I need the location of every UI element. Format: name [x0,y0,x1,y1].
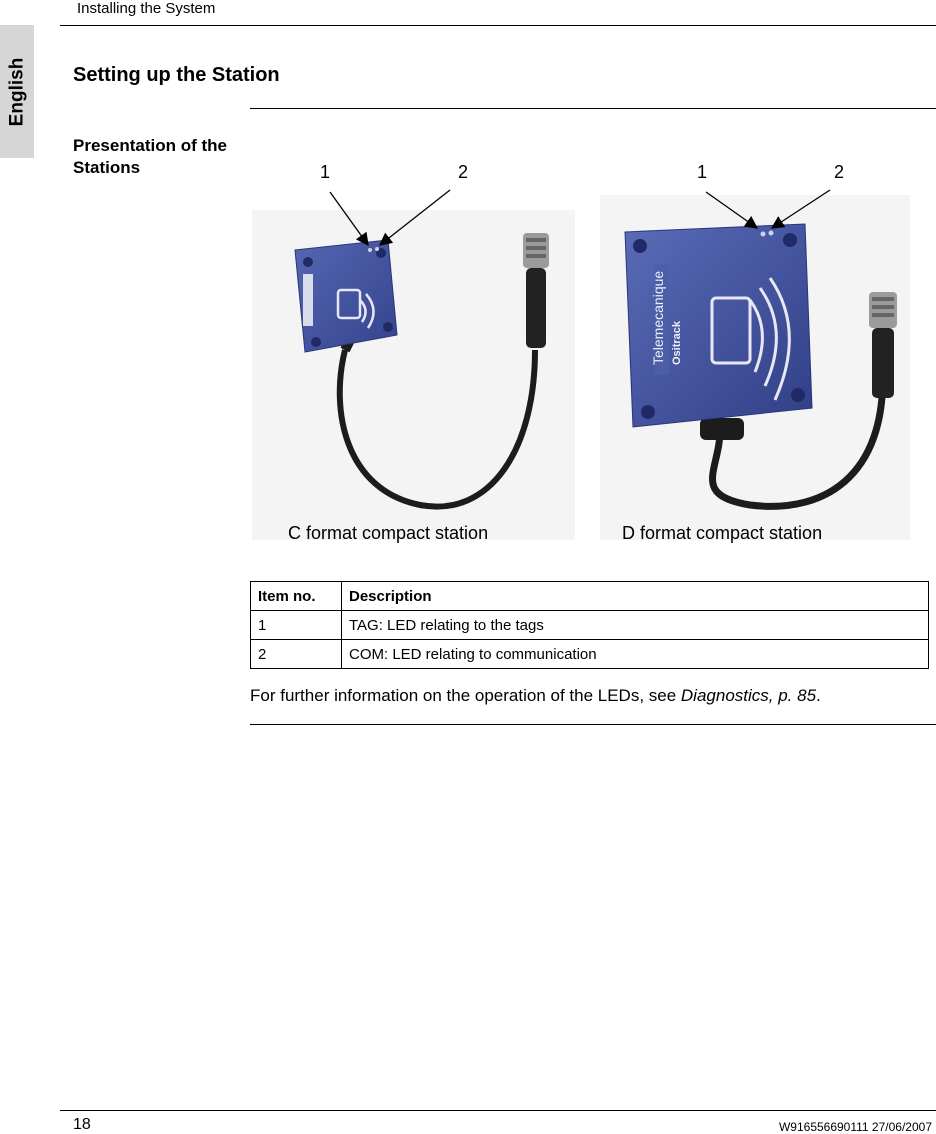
device-brand-label: Telemecanique [650,271,666,365]
arrow-d-1 [705,191,759,229]
column-header-item-no: Item no. [250,581,342,611]
d-format-station-illustration: Telemecanique Ositrack [624,223,897,510]
callout-d-1: 1 [697,162,707,182]
header-rule [60,25,936,26]
footer-rule [60,1110,936,1111]
c-format-station-illustration [294,233,549,510]
caption-d-format: D format compact station [622,523,822,543]
language-tab-label: English [6,57,27,126]
arrow-c-1 [329,191,369,247]
page-number: 18 [73,1116,91,1133]
callout-c-1: 1 [320,162,330,182]
stations-figure: Telemecanique Ositrack 1 2 1 2 C format … [250,150,936,550]
table-cell-description: TAG: LED relating to the tags [341,610,929,640]
callout-c-2: 2 [458,162,468,182]
table-header-row: Item no. Description [250,581,929,611]
header-title: Installing the System [77,0,216,17]
arrow-c-2 [378,189,451,246]
table-cell-item-no: 1 [250,610,342,640]
note-rule [250,724,936,725]
column-header-description: Description [341,581,929,611]
device-model-label: Ositrack [671,320,683,365]
arrow-d-2 [770,189,831,229]
table-cell-description: COM: LED relating to communication [341,639,929,669]
items-table: Item no. Description 1 TAG: LED relating… [250,581,929,669]
diagnostics-reference-link[interactable]: Diagnostics, p. 85 [680,686,817,705]
caption-c-format: C format compact station [288,523,488,543]
sub-heading: Presentation of the Stations [73,136,227,177]
note-suffix: . [816,686,821,705]
callout-d-2: 2 [834,162,844,182]
led-info-note: For further information on the operation… [250,686,821,706]
note-prefix: For further information on the operation… [250,686,681,705]
table-row: 1 TAG: LED relating to the tags [250,610,929,640]
table-row: 2 COM: LED relating to communication [250,639,929,669]
section-title: Setting up the Station [73,64,280,86]
document-reference: W916556690111 27/06/2007 [778,1120,932,1134]
section-rule [250,108,936,109]
language-tab[interactable]: English [0,25,34,158]
table-cell-item-no: 2 [250,639,342,669]
